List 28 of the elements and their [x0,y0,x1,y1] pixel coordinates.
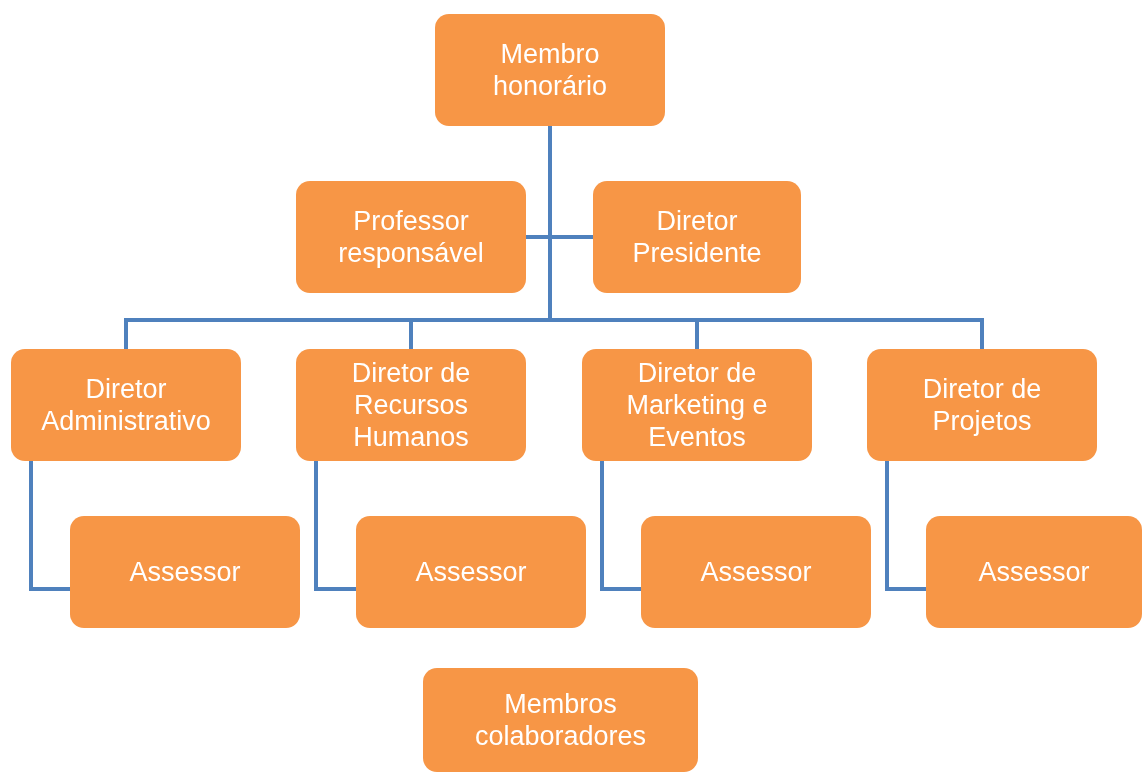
org-box [867,349,1097,461]
org-box [356,516,586,628]
org-box [593,181,801,293]
box-label: Diretor de Projetos [921,373,1043,437]
org-box [582,349,812,461]
box-label: Diretor de Recursos Humanos [350,357,472,453]
box-label: Membro honorário [491,38,609,102]
connector-line [600,461,641,591]
box-label: Diretor Presidente [631,205,763,269]
box-label: Assessor [415,556,527,588]
box-label: Membros colaboradores [473,688,648,752]
org-box [435,14,665,126]
connector-line [29,461,70,591]
org-box [296,181,526,293]
box-label: Diretor Administrativo [40,373,212,437]
org-box [423,668,698,772]
connector-line [885,461,926,591]
box-label: Diretor de Marketing e Eventos [625,357,769,453]
org-box [926,516,1142,628]
box-label: Assessor [129,556,241,588]
box-label: Assessor [978,556,1090,588]
box-label: Professor responsável [337,205,485,269]
org-box [70,516,300,628]
connector-line [314,461,356,591]
org-box [641,516,871,628]
org-box [11,349,241,461]
box-label: Assessor [700,556,812,588]
org-box [296,349,526,461]
